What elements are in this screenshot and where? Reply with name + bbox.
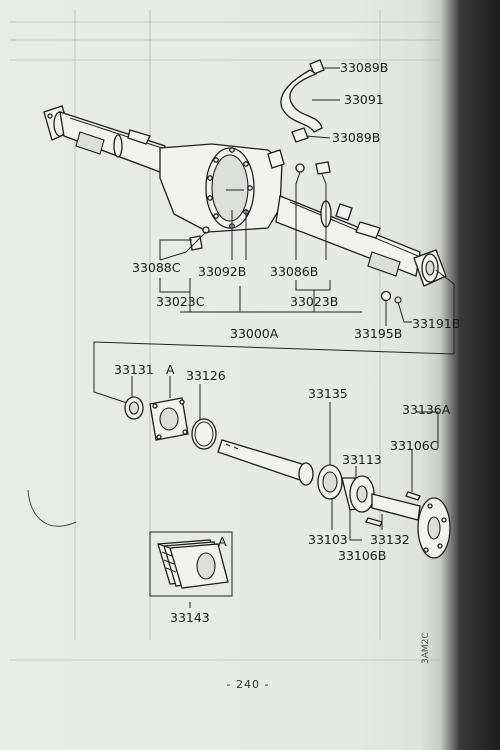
label-33023C: 33023C	[156, 294, 205, 309]
label-33113: 33113	[342, 452, 382, 467]
label-33092B: 33092B	[198, 264, 246, 279]
pencil-mark	[27, 489, 77, 527]
label-A-seal-group: A	[166, 362, 175, 377]
label-33089B-top: 33089B	[340, 60, 388, 75]
breather-hose-assembly	[280, 59, 325, 143]
hose-clip-bottom	[291, 127, 309, 143]
label-33023B: 33023B	[290, 294, 338, 309]
label-33088C: 33088C	[132, 260, 181, 275]
label-33091: 33091	[344, 92, 384, 107]
axle-shaft	[217, 439, 451, 559]
shim-pack-box	[149, 531, 233, 597]
label-33191B: 33191B	[412, 316, 460, 331]
hose-clip-top	[309, 59, 325, 75]
label-33086B: 33086B	[270, 264, 318, 279]
label-33195B: 33195B	[354, 326, 402, 341]
label-33143: 33143	[170, 610, 210, 625]
label-33136A: 33136A	[402, 402, 451, 417]
axle-housing	[43, 105, 447, 287]
label-33135: 33135	[308, 386, 348, 401]
o-ring-33126	[191, 418, 217, 450]
left-axle-tube	[59, 111, 166, 173]
ghost-table-lines	[10, 10, 440, 661]
label-33089B-bottom: 33089B	[332, 130, 380, 145]
leader-lines	[93, 67, 455, 608]
label-33103: 33103	[308, 532, 348, 547]
part-labels: 33089B 33091 33089B 33088C 33092B 33086B…	[114, 60, 460, 625]
label-A-shim-group: A	[218, 534, 227, 549]
corner-code: 3AM2C	[421, 632, 431, 664]
label-33132: 33132	[370, 532, 410, 547]
cover-bolts	[207, 147, 253, 229]
page-number: - 240 -	[226, 678, 270, 691]
label-33131: 33131	[114, 362, 154, 377]
bearing-retainer-plate	[149, 397, 189, 441]
label-33106B: 33106B	[338, 548, 386, 563]
label-33000A: 33000A	[230, 326, 279, 341]
oil-seal-33131	[124, 396, 144, 420]
label-33106C: 33106C	[390, 438, 439, 453]
breather-hose	[280, 69, 323, 133]
label-33126: 33126	[186, 368, 226, 383]
